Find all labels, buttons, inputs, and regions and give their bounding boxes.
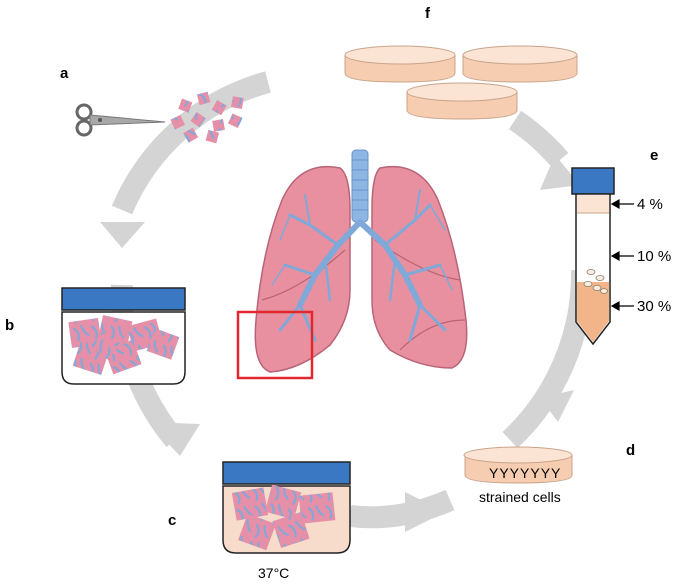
tissue-pieces-icon — [170, 91, 244, 144]
tissue-pieces-icon — [68, 315, 180, 375]
gradient-label-30: 30 % — [637, 298, 671, 315]
petri-dish-icon — [463, 446, 573, 484]
step-label-c: c — [168, 512, 176, 529]
step-label-e: e — [650, 147, 658, 164]
container-lid — [61, 287, 186, 311]
gradient-layer-30 — [577, 282, 609, 342]
strained-cells-label: strained cells — [479, 489, 561, 505]
scissors-icon — [75, 103, 166, 137]
arrowhead-down-left — [100, 222, 145, 248]
arrowhead-bottom — [405, 492, 445, 532]
petri-dish-icon — [462, 45, 578, 83]
lungs-illustration — [254, 149, 468, 373]
container-lid — [222, 461, 351, 485]
step-label-f: f — [425, 5, 431, 22]
highlight-box — [236, 310, 314, 380]
incubation-container — [222, 461, 351, 554]
tube-cap — [571, 167, 615, 195]
centrifuge-tube-icon — [571, 167, 615, 346]
arrowhead-right — [540, 390, 574, 422]
step-label-b: b — [5, 317, 14, 334]
temperature-label: 37°C — [258, 565, 289, 581]
step-label-a: a — [60, 65, 69, 82]
tissue-pieces-icon — [231, 484, 336, 551]
petri-dish-icon — [406, 82, 518, 120]
gradient-layer-4 — [577, 195, 609, 213]
petri-dish-icon — [344, 45, 456, 83]
digestion-container — [61, 287, 186, 385]
step-label-d: d — [626, 442, 635, 459]
gradient-arrows — [610, 198, 634, 312]
arrowhead-upper-right — [540, 155, 580, 190]
gradient-label-4: 4 % — [637, 196, 663, 213]
arrowhead-lower-left — [148, 422, 200, 456]
cell-glyphs: YYYYYYY — [489, 465, 561, 481]
gradient-label-10: 10 % — [637, 248, 671, 265]
cell-band — [583, 268, 608, 294]
